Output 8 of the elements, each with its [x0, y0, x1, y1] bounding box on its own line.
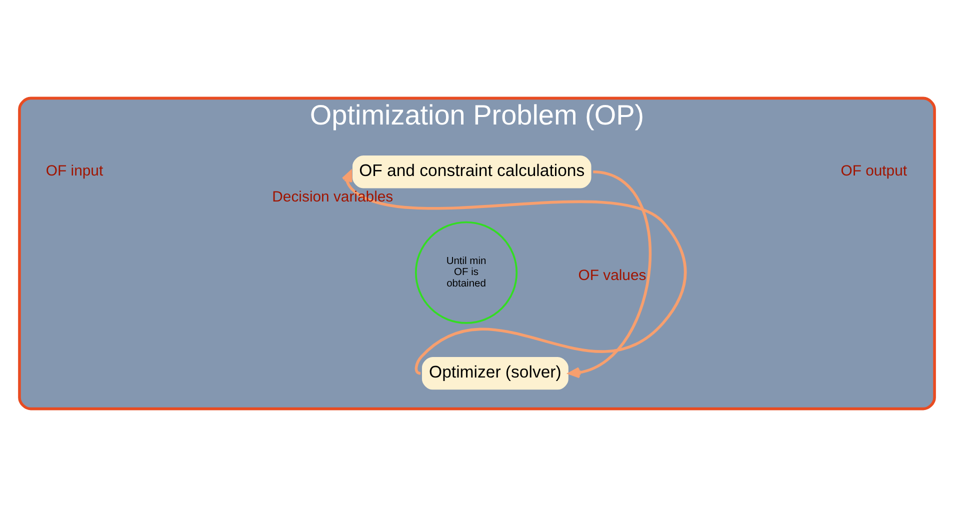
label: OF input [46, 162, 104, 179]
node-circle: Until min OF is obtained [414, 220, 518, 324]
label: OF output [840, 162, 908, 179]
edge-label: OF values [578, 266, 646, 284]
node-box: Optimizer (solver) [421, 356, 570, 390]
node-box: OF and constraint calculations [352, 154, 592, 189]
arrow [342, 170, 687, 374]
arrow [568, 170, 652, 378]
